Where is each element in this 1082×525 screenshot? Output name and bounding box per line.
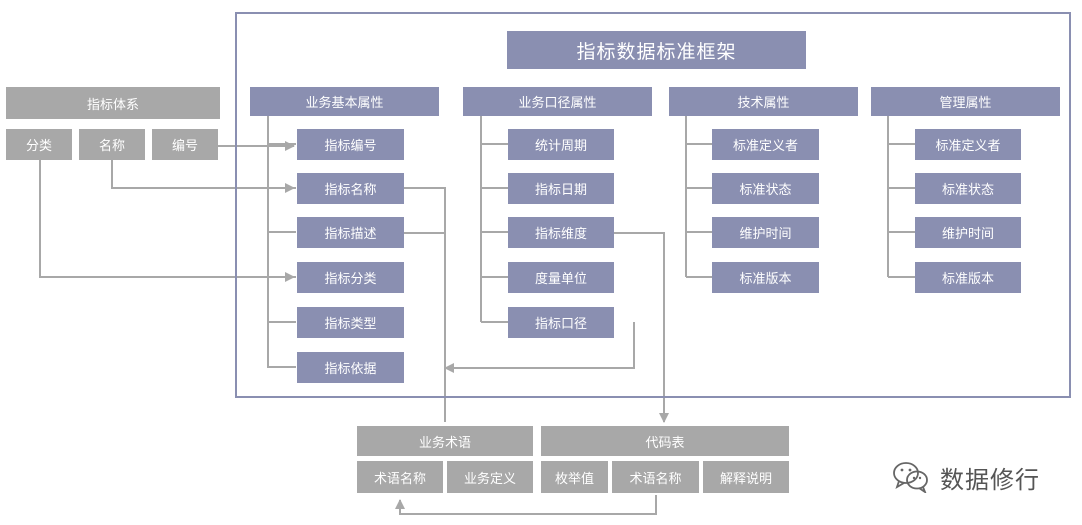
index-system-header: 指标体系	[6, 87, 220, 119]
code-table-item: 枚举值	[541, 461, 608, 493]
index-system-item: 分类	[6, 129, 72, 160]
link-class-to-class	[39, 160, 295, 282]
business-terms-item: 业务定义	[447, 461, 533, 493]
attribute-item: 指标依据	[297, 352, 404, 383]
attribute-item: 度量单位	[508, 262, 614, 293]
attribute-item: 指标类型	[297, 307, 404, 338]
index-system-item: 编号	[152, 129, 218, 160]
attribute-item: 指标维度	[508, 217, 614, 248]
attribute-item: 统计周期	[508, 129, 614, 160]
tree-line-col2	[480, 116, 508, 323]
framework-frame	[235, 12, 1071, 398]
attribute-item: 维护时间	[915, 217, 1021, 248]
code-table-header: 代码表	[541, 426, 789, 456]
attribute-item: 指标名称	[297, 173, 404, 204]
attribute-item: 指标日期	[508, 173, 614, 204]
wechat-icon	[893, 462, 928, 493]
attribute-item: 标准定义者	[915, 129, 1021, 160]
attribute-item: 标准状态	[915, 173, 1021, 204]
attribute-item: 标准版本	[712, 262, 819, 293]
watermark: 数据修行	[892, 459, 1040, 495]
attribute-item: 维护时间	[712, 217, 819, 248]
attribute-item: 指标分类	[297, 262, 404, 293]
link-term-name-return	[395, 495, 657, 515]
column-header: 技术属性	[669, 87, 858, 116]
attribute-item: 指标描述	[297, 217, 404, 248]
column-header: 业务基本属性	[250, 87, 439, 116]
tree-line-col4	[887, 116, 915, 278]
tree-line-col3	[685, 116, 712, 278]
link-to-code-table	[614, 232, 669, 423]
attribute-item: 指标编号	[297, 129, 404, 160]
attribute-item: 标准状态	[712, 173, 819, 204]
link-to-business-terms	[404, 187, 635, 422]
attribute-item: 标准定义者	[712, 129, 819, 160]
code-table-item: 术语名称	[612, 461, 699, 493]
index-system-item: 名称	[79, 129, 145, 160]
business-terms-header: 业务术语	[357, 426, 533, 456]
code-table-item: 解释说明	[703, 461, 789, 493]
link-name-to-name	[111, 160, 295, 193]
column-header: 管理属性	[871, 87, 1060, 116]
attribute-item: 标准版本	[915, 262, 1021, 293]
column-header: 业务口径属性	[463, 87, 652, 116]
attribute-item: 指标口径	[508, 307, 614, 338]
watermark-text: 数据修行	[940, 465, 1040, 494]
diagram-title: 指标数据标准框架	[507, 31, 806, 69]
business-terms-item: 术语名称	[357, 461, 443, 493]
